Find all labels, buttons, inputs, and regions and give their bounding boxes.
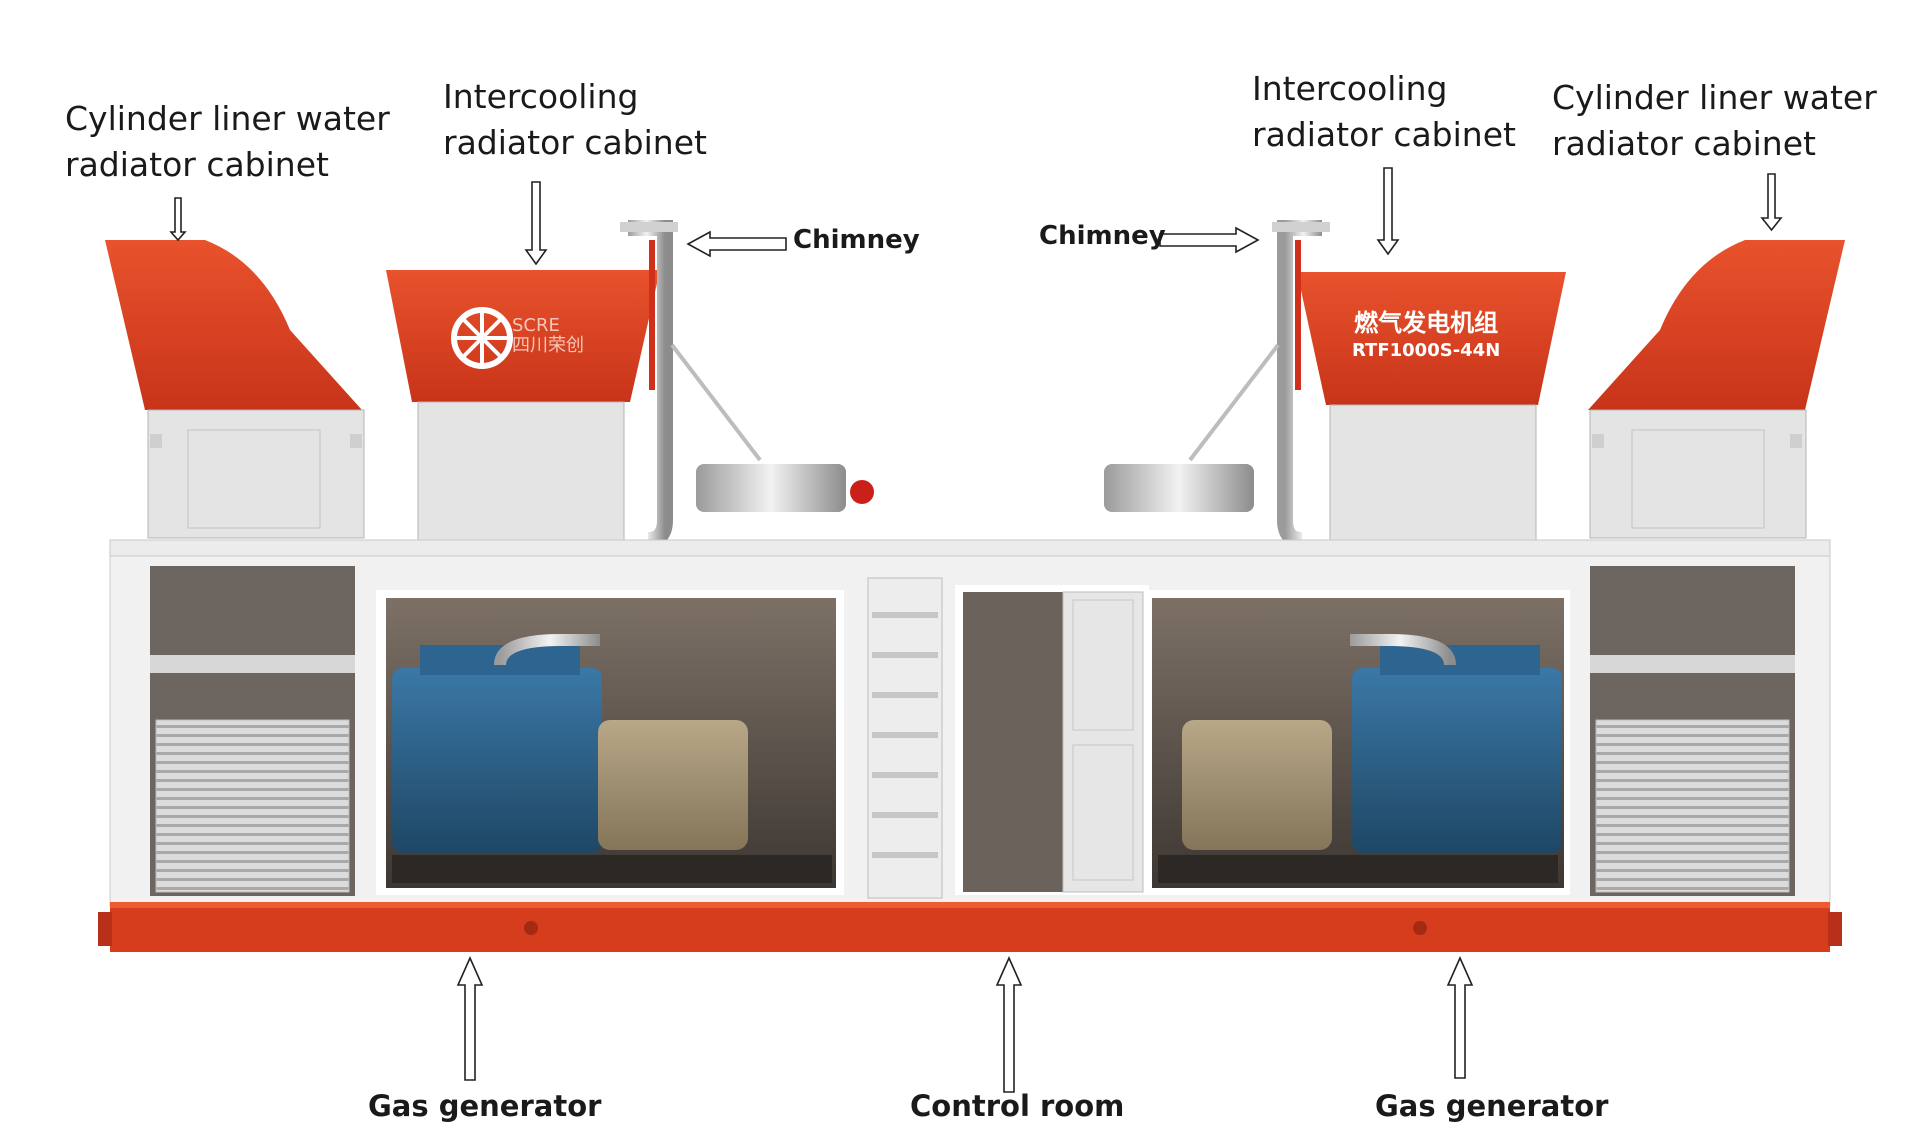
arrow-left-icon [686,230,787,258]
control-room-label: Control room [910,1089,1125,1123]
label-line: radiator cabinet [65,145,329,185]
left-intercooling-label: Intercooling radiator cabinet [443,74,707,166]
arrow-up-icon [995,956,1023,1093]
left-louver-vent [155,719,350,893]
label-line: radiator cabinet [443,123,707,163]
label-line: Intercooling [1252,69,1448,108]
control-room [963,592,1063,892]
arrow-down-icon [524,181,548,266]
right-louver-vent [1595,719,1790,893]
left-gas-engine [392,668,602,853]
label-line: Intercooling [443,77,639,116]
label-line: radiator cabinet [1252,115,1516,155]
logo-line: SCRE [512,315,560,336]
beacon-icon [850,480,874,504]
right-gas-engine [1352,668,1562,853]
label-line: radiator cabinet [1552,124,1816,164]
unit-model: RTF1000S-44N [1352,340,1501,362]
right-alternator [1182,720,1332,850]
right-generator-label: Gas generator [1375,1089,1609,1123]
arrow-down-icon [1376,167,1400,256]
control-room-door [1062,591,1144,893]
right-intercooling-radiator-cabinet [1297,272,1566,543]
right-intercooling-label: Intercooling radiator cabinet [1252,66,1516,158]
left-chimney [620,220,874,548]
left-alternator [598,720,748,850]
left-cylinder-label: Cylinder liner water radiator cabinet [65,96,390,188]
arrow-right-icon [1159,226,1260,254]
container-roof [109,539,1831,559]
unit-nameplate: 燃气发电机组 RTF1000S-44N [1352,308,1500,363]
left-chimney-label: Chimney [793,225,920,255]
container-body [109,555,1831,907]
arrow-down-icon [169,197,187,242]
right-cylinder-radiator-cabinet [1588,240,1845,539]
right-cylinder-label: Cylinder liner water radiator cabinet [1552,75,1877,167]
skid-base [98,902,1842,952]
label-line: Cylinder liner water [1552,78,1877,117]
left-generator-label: Gas generator [368,1089,602,1123]
logo-line: 四川荣创 [512,334,584,356]
right-chimney [1104,220,1330,548]
arrow-down-icon [1760,173,1783,232]
label-line: Cylinder liner water [65,99,390,138]
unit-name-cn: 燃气发电机组 [1354,309,1499,337]
arrow-up-icon [456,956,484,1081]
arrow-up-icon [1446,956,1474,1079]
brand-logo-icon [451,307,513,369]
right-chimney-label: Chimney [1039,221,1166,251]
left-cylinder-radiator-cabinet [105,240,365,539]
left-intercooling-radiator-cabinet [386,270,660,543]
brand-logo-text: SCRE 四川荣创 [512,316,584,356]
callout-arrows [169,167,1783,1093]
